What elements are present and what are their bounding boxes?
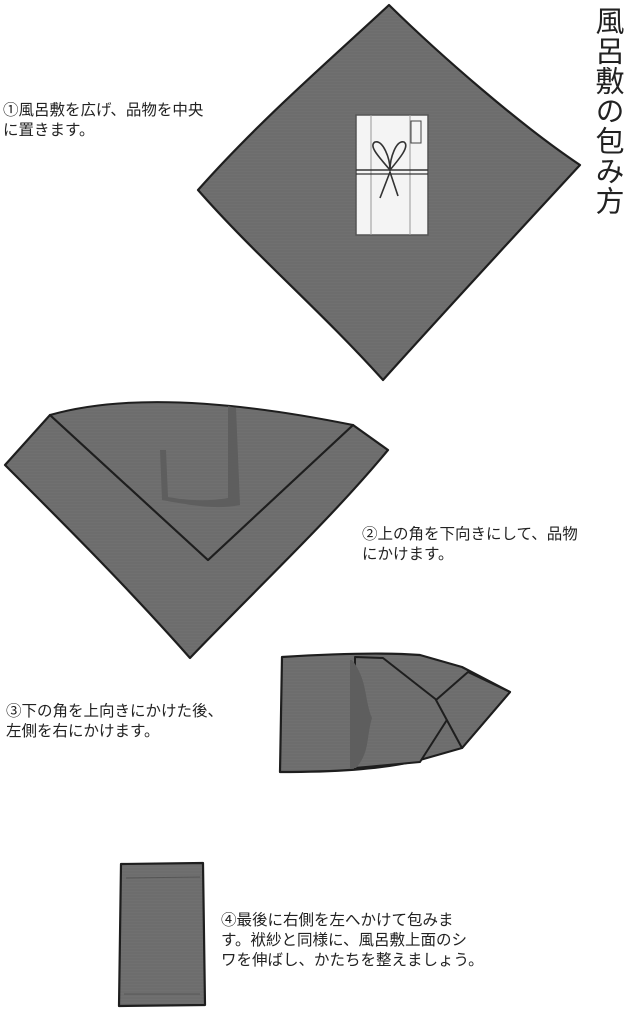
step-2-illustration [3,401,390,660]
step-3-illustration [278,652,512,774]
gift-box-shadow [160,406,240,508]
step-1-illustration [196,3,582,382]
left-flap-shadow [350,660,372,768]
mizuhiki-bow [372,141,407,199]
wrapped-package [117,861,207,1008]
folded-top-flap [49,401,354,561]
step-4-illustration [117,861,207,1008]
furoshiki-cloth-lower [3,413,390,660]
gift-box [355,114,429,236]
right-point [435,671,511,749]
step-1-caption: ①風呂敷を広げ、品物を中央 に置きます。 [3,101,204,139]
step-4-caption: ④最後に右側を左へかけて包みま す。袱紗と同様に、風呂敷上面のシ ワを伸ばし、か… [221,911,484,969]
diagram-title: 風呂敷の包み方 [591,6,625,216]
step-3-caption: ③下の角を上向きにかけた後、 左側を右にかけます。 [6,702,224,740]
step-2-caption: ②上の角を下向きにして、品物 にかけます。 [362,525,578,563]
